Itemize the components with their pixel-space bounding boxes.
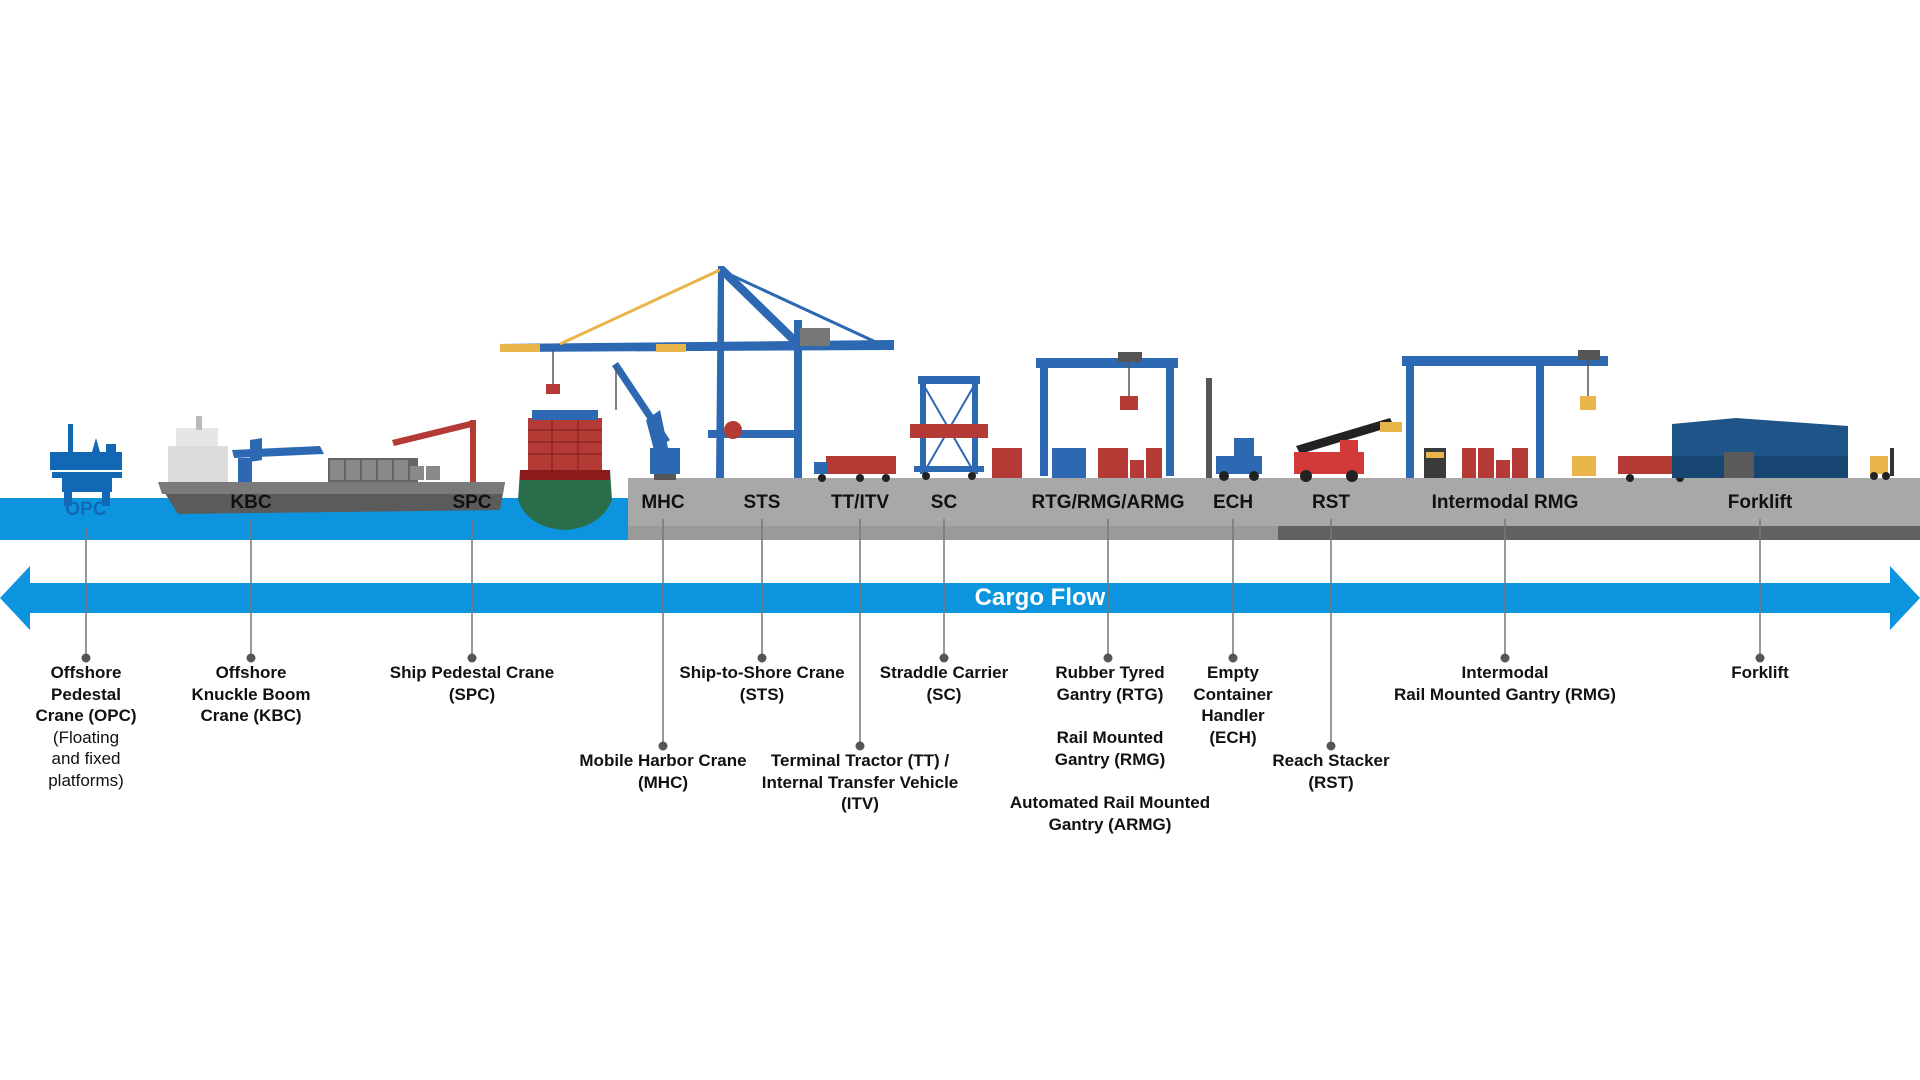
abbr-mhc: MHC	[641, 492, 685, 513]
desc-spc: Ship Pedestal Crane (SPC)	[389, 663, 555, 704]
quay-surface	[628, 478, 1920, 526]
offshore-platform-icon	[50, 424, 122, 506]
abbr-forklift: Forklift	[1727, 492, 1793, 513]
reach-stacker-icon	[1294, 418, 1402, 482]
quay-front	[628, 526, 1278, 540]
terminal-tractor-icon	[814, 456, 896, 482]
forklift-icon	[1870, 448, 1894, 480]
abbr-opc: OPC	[65, 499, 107, 520]
abbr-rtg-rmg-armg: RTG/RMG/ARMG	[1031, 492, 1185, 513]
abbr-spc: SPC	[452, 492, 492, 513]
abbr-intermodal-rmg: Intermodal RMG	[1431, 492, 1579, 513]
cargo-flow-label: Cargo Flow	[974, 584, 1106, 611]
leader-lines	[85, 519, 1761, 745]
rubber-tyred-gantry-icon	[992, 352, 1178, 478]
offshore-vessel-icon	[158, 416, 505, 514]
abbr-sts: STS	[743, 492, 781, 513]
desc-ech: Empty Container Handler (ECH)	[1193, 663, 1273, 747]
abbr-ech: ECH	[1212, 492, 1254, 513]
desc-intermodal-rmg: Intermodal Rail Mounted Gantry (RMG)	[1394, 663, 1616, 704]
abbr-sc: SC	[930, 492, 958, 513]
desc-armg: Automated Rail Mounted Gantry (ARMG)	[1009, 793, 1211, 834]
desc-opc: Offshore Pedestal Crane (OPC) (Floating …	[35, 663, 137, 790]
container-ship-bow-icon	[518, 410, 612, 530]
abbr-rst: RST	[1312, 492, 1350, 513]
desc-rmg: Rail Mounted Gantry (RMG)	[1054, 728, 1166, 769]
intermodal-rmg-icon	[1402, 350, 1608, 478]
desc-forklift: Forklift	[1731, 663, 1789, 682]
desc-mhc: Mobile Harbor Crane (MHC)	[579, 751, 747, 792]
straddle-carrier-icon	[910, 376, 988, 480]
desc-rtg: Rubber Tyred Gantry (RTG)	[1055, 663, 1165, 704]
rail-strip	[1278, 526, 1920, 540]
desc-tt-itv: Terminal Tractor (TT) / Internal Transfe…	[761, 751, 959, 813]
warehouse-icon	[1672, 418, 1848, 478]
empty-container-handler-icon	[1206, 378, 1262, 481]
leader-dots	[81, 653, 1765, 751]
abbr-kbc: KBC	[230, 492, 272, 513]
desc-rst: Reach Stacker (RST)	[1272, 751, 1390, 792]
mobile-harbor-crane-icon	[612, 362, 680, 480]
cargo-flow-arrow	[0, 566, 1920, 630]
abbr-tt-itv: TT/ITV	[830, 492, 890, 513]
desc-sts: Ship-to-Shore Crane (STS)	[679, 663, 845, 704]
desc-sc: Straddle Carrier (SC)	[879, 663, 1009, 704]
desc-kbc: Offshore Knuckle Boom Crane (KBC)	[191, 663, 311, 725]
ship-to-shore-crane-icon	[500, 266, 894, 478]
